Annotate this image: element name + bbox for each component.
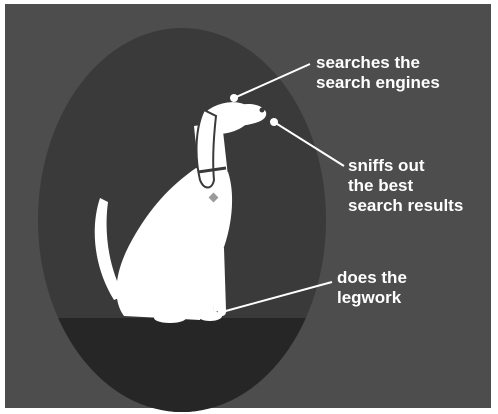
legwork-callout-line2: legwork	[337, 288, 407, 308]
legwork-callout: does the legwork	[337, 268, 407, 308]
legwork-callout-dot	[218, 308, 226, 316]
sniff-callout-dot	[270, 118, 278, 126]
dog-nose	[260, 108, 265, 113]
sniff-callout-line3: search results	[348, 196, 463, 216]
legwork-callout-line1: does the	[337, 268, 407, 288]
sniff-callout-line1: sniffs out	[348, 156, 463, 176]
search-callout-dot	[230, 94, 238, 102]
search-engines-callout: searches the search engines	[316, 53, 440, 93]
dog-paw-2	[154, 313, 186, 323]
sniff-results-callout: sniffs out the best search results	[348, 156, 463, 216]
sniff-callout-line2: the best	[348, 176, 463, 196]
search-callout-line2: search engines	[316, 73, 440, 93]
dog-ear	[197, 110, 216, 188]
search-callout-line1: searches the	[316, 53, 440, 73]
